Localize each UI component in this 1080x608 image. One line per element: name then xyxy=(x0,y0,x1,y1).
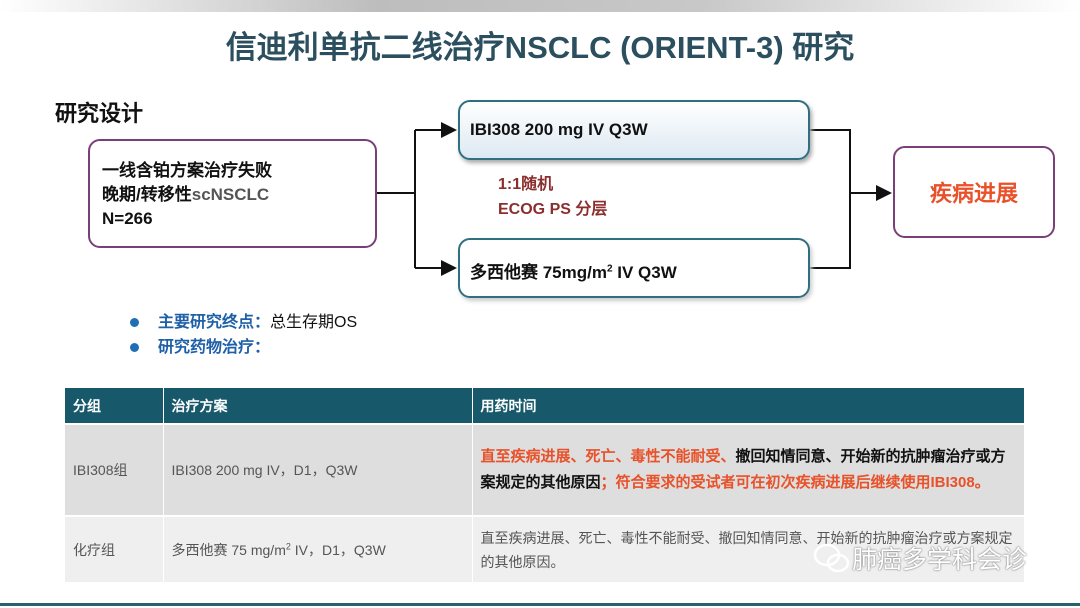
population-line2a: 晚期/转移性 xyxy=(102,185,192,204)
bullet-label: 研究药物治疗： xyxy=(158,339,271,356)
cell-group: 化疗组 xyxy=(65,515,164,582)
table-row: IBI308组 IBI308 200 mg IV，D1，Q3W 直至疾病进展、死… xyxy=(65,423,1025,516)
time-red-2: ；符合要求的受试者可在初次疾病进展后继续使用IBI308。 xyxy=(600,474,990,491)
bullet-label: 主要研究终点： xyxy=(158,314,271,331)
bullet-item: 主要研究终点：总生存期OS xyxy=(130,310,357,335)
cell-time: 直至疾病进展、死亡、毒性不能耐受、撤回知情同意、开始新的抗肿瘤治疗或方案规定的其… xyxy=(472,423,1025,516)
outcome-box: 疾病进展 xyxy=(893,146,1055,238)
arm-b-pre: 多西他赛 75mg/m xyxy=(470,263,607,282)
bullet-dot-icon xyxy=(130,343,139,352)
cell-time: 直至疾病进展、死亡、毒性不能耐受、撤回知情同意、开始新的抗肿瘤治疗或方案规定的其… xyxy=(472,515,1025,582)
time-black: 撤回知情同意、开始新的抗肿瘤治疗或方案规定的其他原因 xyxy=(480,448,1006,491)
table-header: 分组 治疗方案 用药时间 xyxy=(65,388,1025,424)
table-row: 化疗组 多西他赛 75 mg/m2 IV，D1，Q3W 直至疾病进展、死亡、毒性… xyxy=(65,515,1025,582)
cell-regimen: 多西他赛 75 mg/m2 IV，D1，Q3W xyxy=(163,515,473,582)
wechat-icon xyxy=(813,543,850,573)
population-box: 一线含铂方案治疗失败 晚期/转移性scNSCLC N=266 xyxy=(88,139,377,248)
header-regimen: 治疗方案 xyxy=(163,388,473,424)
treatment-table: 分组 治疗方案 用药时间 IBI308组 IBI308 200 mg IV，D1… xyxy=(65,388,1025,582)
arm-b-box: 多西他赛 75mg/m2 IV Q3W xyxy=(458,238,810,298)
randomization-note: 1:1随机 ECOG PS 分层 xyxy=(498,172,607,222)
header-time: 用药时间 xyxy=(472,388,1025,424)
regimen-pre: 多西他赛 75 mg/m xyxy=(171,541,286,558)
bullet-dot-icon xyxy=(130,318,139,327)
bullet-value: 总生存期OS xyxy=(270,314,358,331)
time-red-1: 直至疾病进展、死亡、毒性不能耐受、 xyxy=(480,448,736,465)
slide-title: 信迪利单抗二线治疗NSCLC (ORIENT-3) 研究 xyxy=(225,30,855,65)
watermark-text: 肺癌多学科会诊 xyxy=(852,546,1028,574)
arm-a-box: IBI308 200 mg IV Q3W xyxy=(458,100,810,160)
bullet-list: 主要研究终点：总生存期OS 研究药物治疗： xyxy=(130,310,357,360)
bottom-rule xyxy=(0,603,1080,606)
arm-b-post: IV Q3W xyxy=(612,263,677,282)
stratification: ECOG PS 分层 xyxy=(498,201,608,218)
regimen-post: IV，D1，Q3W xyxy=(290,541,386,558)
population-line2b: scNSCLC xyxy=(191,185,270,204)
watermark: 肺癌多学科会诊 xyxy=(812,540,1027,576)
bullet-item: 研究药物治疗： xyxy=(130,335,357,360)
arm-b-sup: 2 xyxy=(606,263,613,275)
header-group: 分组 xyxy=(65,388,164,424)
regimen-sup: 2 xyxy=(285,540,291,551)
population-n: N=266 xyxy=(102,209,153,228)
cell-group: IBI308组 xyxy=(65,423,164,516)
population-line1: 一线含铂方案治疗失败 xyxy=(102,161,272,180)
top-decor-bar xyxy=(0,0,1080,12)
cell-regimen: IBI308 200 mg IV，D1，Q3W xyxy=(163,423,473,516)
randomization-ratio: 1:1随机 xyxy=(498,176,554,193)
section-heading: 研究设计 xyxy=(55,101,144,126)
